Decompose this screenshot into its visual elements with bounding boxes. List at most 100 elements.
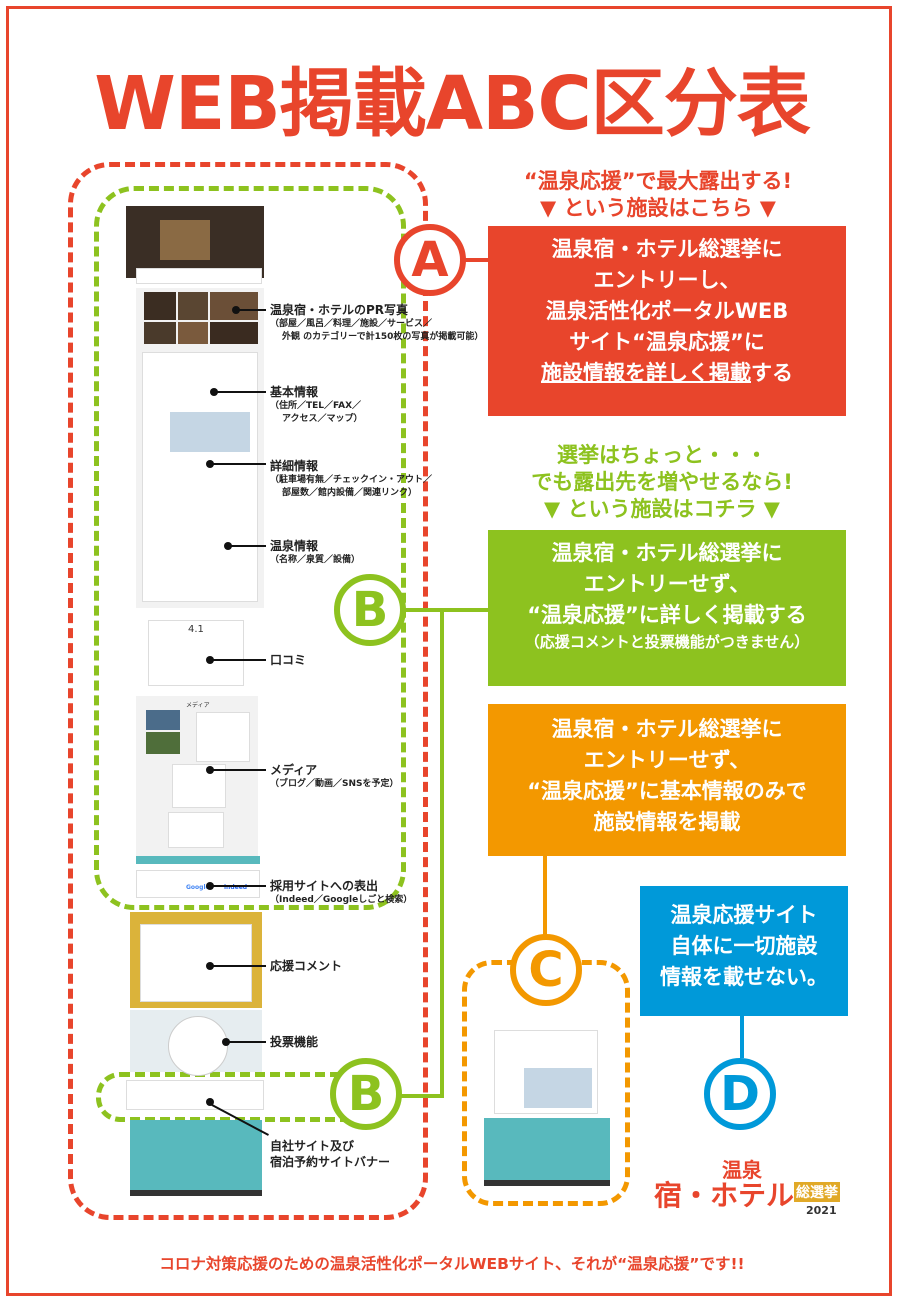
screenshot-map [170,412,250,452]
section-c-box-line3: “温泉応援”に基本情報のみで [527,779,807,803]
label-banner: 自社サイト及び 宿泊予約サイトバナー [270,1138,390,1170]
screenshot-comment-panel [140,924,252,1002]
leader-line-detail [210,463,266,465]
badge-b-top: B [334,574,406,646]
section-c-box-line1: 温泉宿・ホテル総選挙に [551,717,783,741]
label-pr-photo-title: 温泉宿・ホテルのPR写真 [270,303,409,317]
connector-d [740,1014,744,1058]
label-pr-photo-sub1: （部屋／風呂／料理／施設／サービス／ [270,319,433,329]
label-onsen-sub1: （名称／泉質／設備） [270,555,361,565]
screenshot-hero-light [160,220,210,260]
pr-photo-4 [144,322,176,344]
pr-photo-6 [210,322,258,344]
label-recruit-sub1: （Indeed／Googleしごと検索） [270,895,413,905]
screenshot-rating: 4.1 [188,624,204,635]
section-b-heading: 選挙はちょっと・・・ でも露出先を増やせるなら! ▼ という施設はコチラ ▼ [472,442,852,523]
section-c-box-line2: エントリーせず、 [583,748,751,772]
label-recruit: 採用サイトへの表出 （Indeed／Googleしごと検索） [270,878,412,907]
logo-line1: 温泉 [722,1158,762,1182]
section-d-box-line2: 自体に一切施設 [670,934,818,958]
media-thumb-2 [146,732,180,754]
leader-line-review [210,659,266,661]
label-media-sub1: （ブログ／動画／SNSを予定） [270,779,399,789]
label-comment-title: 応援コメント [270,959,343,973]
label-vote: 投票機能 [270,1034,318,1050]
section-b-box: 温泉宿・ホテル総選挙に エントリーせず、 “温泉応援”に詳しく掲載する （応援コ… [488,530,846,686]
vote-circle [168,1016,228,1076]
label-recruit-title: 採用サイトへの表出 [270,879,379,893]
leader-line-recruit [210,885,266,887]
connector-a [460,258,490,262]
page-title: WEB掲載ABC区分表 [94,61,811,147]
label-banner-title2: 宿泊予約サイトバナー [270,1155,391,1169]
media-card-2 [172,764,226,808]
leader-line-onsen [228,545,266,547]
section-a-box-tail: する [751,361,793,385]
connector-b-horizontal [402,608,488,612]
section-d-box-line3: 情報を載せない。 [660,965,828,989]
pr-photo-1 [144,292,176,320]
label-vote-title: 投票機能 [270,1035,319,1049]
media-card-3 [168,812,224,848]
group-a-outline [68,162,428,1220]
connector-b-bottom [400,1094,444,1098]
media-thumb-1 [146,710,180,730]
section-d-box: 温泉応援サイト 自体に一切施設 情報を載せない。 [640,886,848,1016]
screenshot-banner-panel [126,1080,264,1110]
label-review-title: 口コミ [270,653,307,667]
logo-line2: 宿・ホテル [654,1179,795,1212]
screenshot-c-footer [484,1118,610,1180]
pr-photo-2 [178,292,208,320]
media-card-1 [196,712,250,762]
section-d-box-line1: 温泉応援サイト [670,903,818,927]
section-a-box-line3: 温泉活性化ポータルWEB [545,299,789,323]
footer-tagline: コロナ対策応援のための温泉活性化ポータルWEBサイト、それが“温泉応援”です!! [159,1255,745,1273]
leader-line-comment [210,965,266,967]
leader-dot-banner [206,1098,214,1106]
badge-c: C [510,934,582,1006]
section-a-heading-line1: “温泉応援”で最大露出する! [523,169,793,193]
pr-photo-5 [178,322,208,344]
section-a-box-line5: 施設情報を詳しく掲載する [488,358,846,389]
section-b-box-line1: 温泉宿・ホテル総選挙に [551,541,783,565]
leader-line-vote [226,1041,266,1043]
leader-line-media [210,769,266,771]
label-detail: 詳細情報 （駐車場有無／チェックイン・アウト／ 部屋数／館内設備／関連リンク） [270,458,432,500]
section-b-heading-line1: 選挙はちょっと・・・ [557,443,767,467]
recruit-google-logo: Google [186,884,210,891]
label-detail-title: 詳細情報 [270,459,319,473]
group-b-outline-top [94,186,406,910]
section-c-box-line4: 施設情報を掲載 [593,810,741,834]
section-b-heading-line2: でも露出先を増やせるなら! [531,470,793,494]
section-a-box-underlined: 施設情報を詳しく掲載 [541,361,751,385]
leader-line-basic [214,391,266,393]
screenshot-teal-bar [136,856,260,864]
label-detail-sub2: 部屋数／館内設備／関連リンク） [282,488,418,498]
label-basic-sub1: （住所／TEL／FAX／ [270,401,362,411]
label-review: 口コミ [270,652,306,668]
election-logo: 温泉 宿・ホテル 総選挙 2021 [650,1154,860,1224]
badge-a: A [394,224,466,296]
screenshot-info-panel [142,352,258,602]
label-basic: 基本情報 （住所／TEL／FAX／ アクセス／マップ） [270,384,363,426]
logo-year: 2021 [806,1204,837,1217]
screenshot-c-map [524,1068,592,1108]
label-onsen: 温泉情報 （名称／泉質／設備） [270,538,360,567]
screenshot-c-bottom-bar [484,1180,610,1186]
label-basic-sub2: アクセス／マップ） [282,414,363,424]
section-a-box-line2: エントリーし、 [593,268,741,292]
label-media-title: メディア [270,763,318,777]
section-b-box-note: （応援コメントと投票機能がつきません） [524,633,810,651]
label-basic-title: 基本情報 [270,385,319,399]
section-a-box-line4: サイト“温泉応援”に [569,330,765,354]
section-c-box: 温泉宿・ホテル総選挙に エントリーせず、 “温泉応援”に基本情報のみで 施設情報… [488,704,846,856]
recruit-indeed-logo: indeed [224,884,248,891]
screenshot-bottom-bar [130,1190,262,1196]
label-onsen-title: 温泉情報 [270,539,319,553]
label-media: メディア （ブログ／動画／SNSを予定） [270,762,399,791]
section-b-box-line3: “温泉応援”に詳しく掲載する [527,603,807,627]
screenshot-review-panel [148,620,244,686]
screenshot-media-heading: メディア [186,702,210,709]
screenshot-nav [136,268,262,284]
badge-b-bottom: B [330,1058,402,1130]
